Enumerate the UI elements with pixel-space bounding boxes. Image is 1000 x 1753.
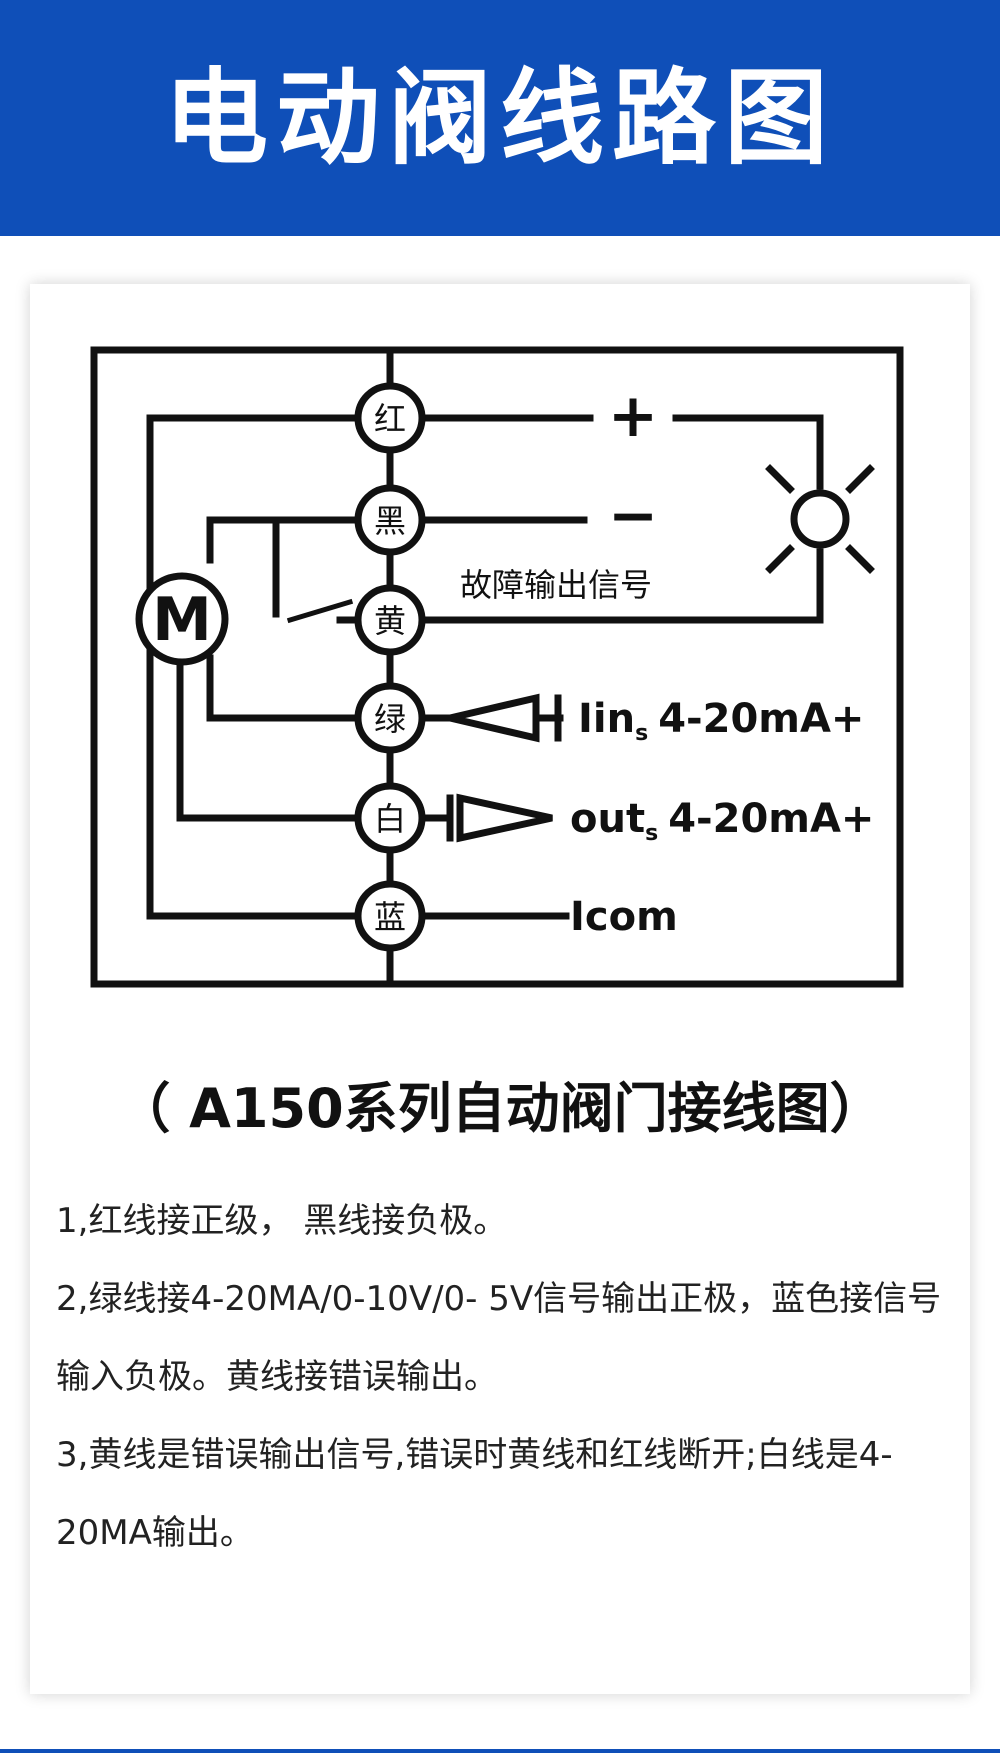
lamp-ray	[845, 464, 875, 494]
note-item: 3,黄线是错误输出信号,错误时黄线和红线断开;白线是4-20MA输出。	[56, 1435, 893, 1553]
terminal-label-blue: 蓝	[374, 898, 406, 936]
relay-contact	[286, 598, 354, 624]
bottom-accent-bar	[0, 1749, 1000, 1753]
terminal-red: 红	[354, 382, 426, 454]
wiring-notes: 1,红线接正级， 黑线接负极。 2,绿线接4-20MA/0-10V/0- 5V信…	[56, 1182, 956, 1572]
terminal-label-black: 黑	[374, 502, 406, 540]
terminal-green: 绿	[354, 682, 426, 754]
terminal-label-white: 白	[374, 800, 406, 838]
lamp-symbol	[790, 489, 850, 549]
terminal-blue: 蓝	[354, 880, 426, 952]
terminal-label-red: 红	[374, 400, 406, 438]
plus-sign: +	[608, 381, 658, 451]
terminal-label-green: 绿	[374, 700, 406, 738]
note-item: 1,红线接正级， 黑线接负极。	[56, 1201, 508, 1241]
lamp-ray	[765, 464, 795, 494]
diagram-subtitle: （ A150系列自动阀门接线图）	[116, 1077, 884, 1140]
lamp-ray	[765, 544, 795, 574]
output-triangle	[456, 793, 553, 843]
note-item: 2,绿线接4-20MA/0-10V/0- 5V信号输出正极，蓝色接信号输入负极。…	[56, 1279, 942, 1397]
lamp-ray	[845, 544, 875, 574]
terminal-label-yellow: 黄	[374, 602, 406, 640]
page-title: 电动阀线路图	[163, 57, 836, 179]
diagram-frame	[90, 346, 904, 988]
terminal-yellow: 黄	[354, 584, 426, 656]
header-banner: 电动阀线路图	[0, 0, 1000, 236]
icom-label: Icom	[570, 894, 678, 940]
fault-output-label: 故障输出信号	[460, 566, 652, 604]
motor-label: M	[152, 585, 212, 655]
input-triangle	[449, 693, 540, 743]
motor-symbol	[135, 572, 229, 666]
terminal-white: 白	[354, 782, 426, 854]
minus-sign: −	[608, 481, 658, 551]
terminal-black: 黑	[354, 484, 426, 556]
